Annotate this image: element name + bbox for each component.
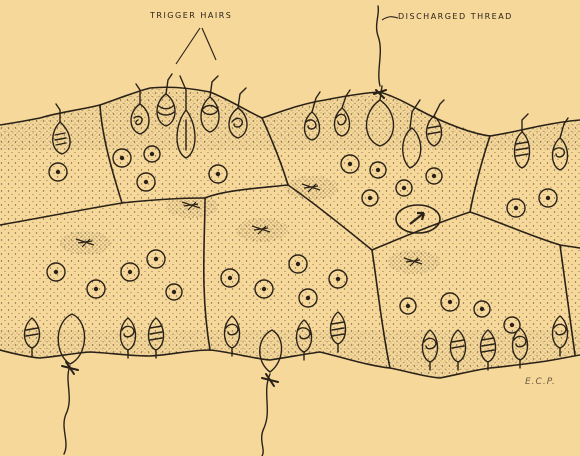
discharged-thread-label: DISCHARGED THREAD	[398, 12, 513, 21]
label-leaders	[176, 17, 398, 64]
artist-signature: E.C.P.	[525, 377, 556, 387]
trigger-hairs-label: TRIGGER HAIRS	[150, 11, 232, 20]
